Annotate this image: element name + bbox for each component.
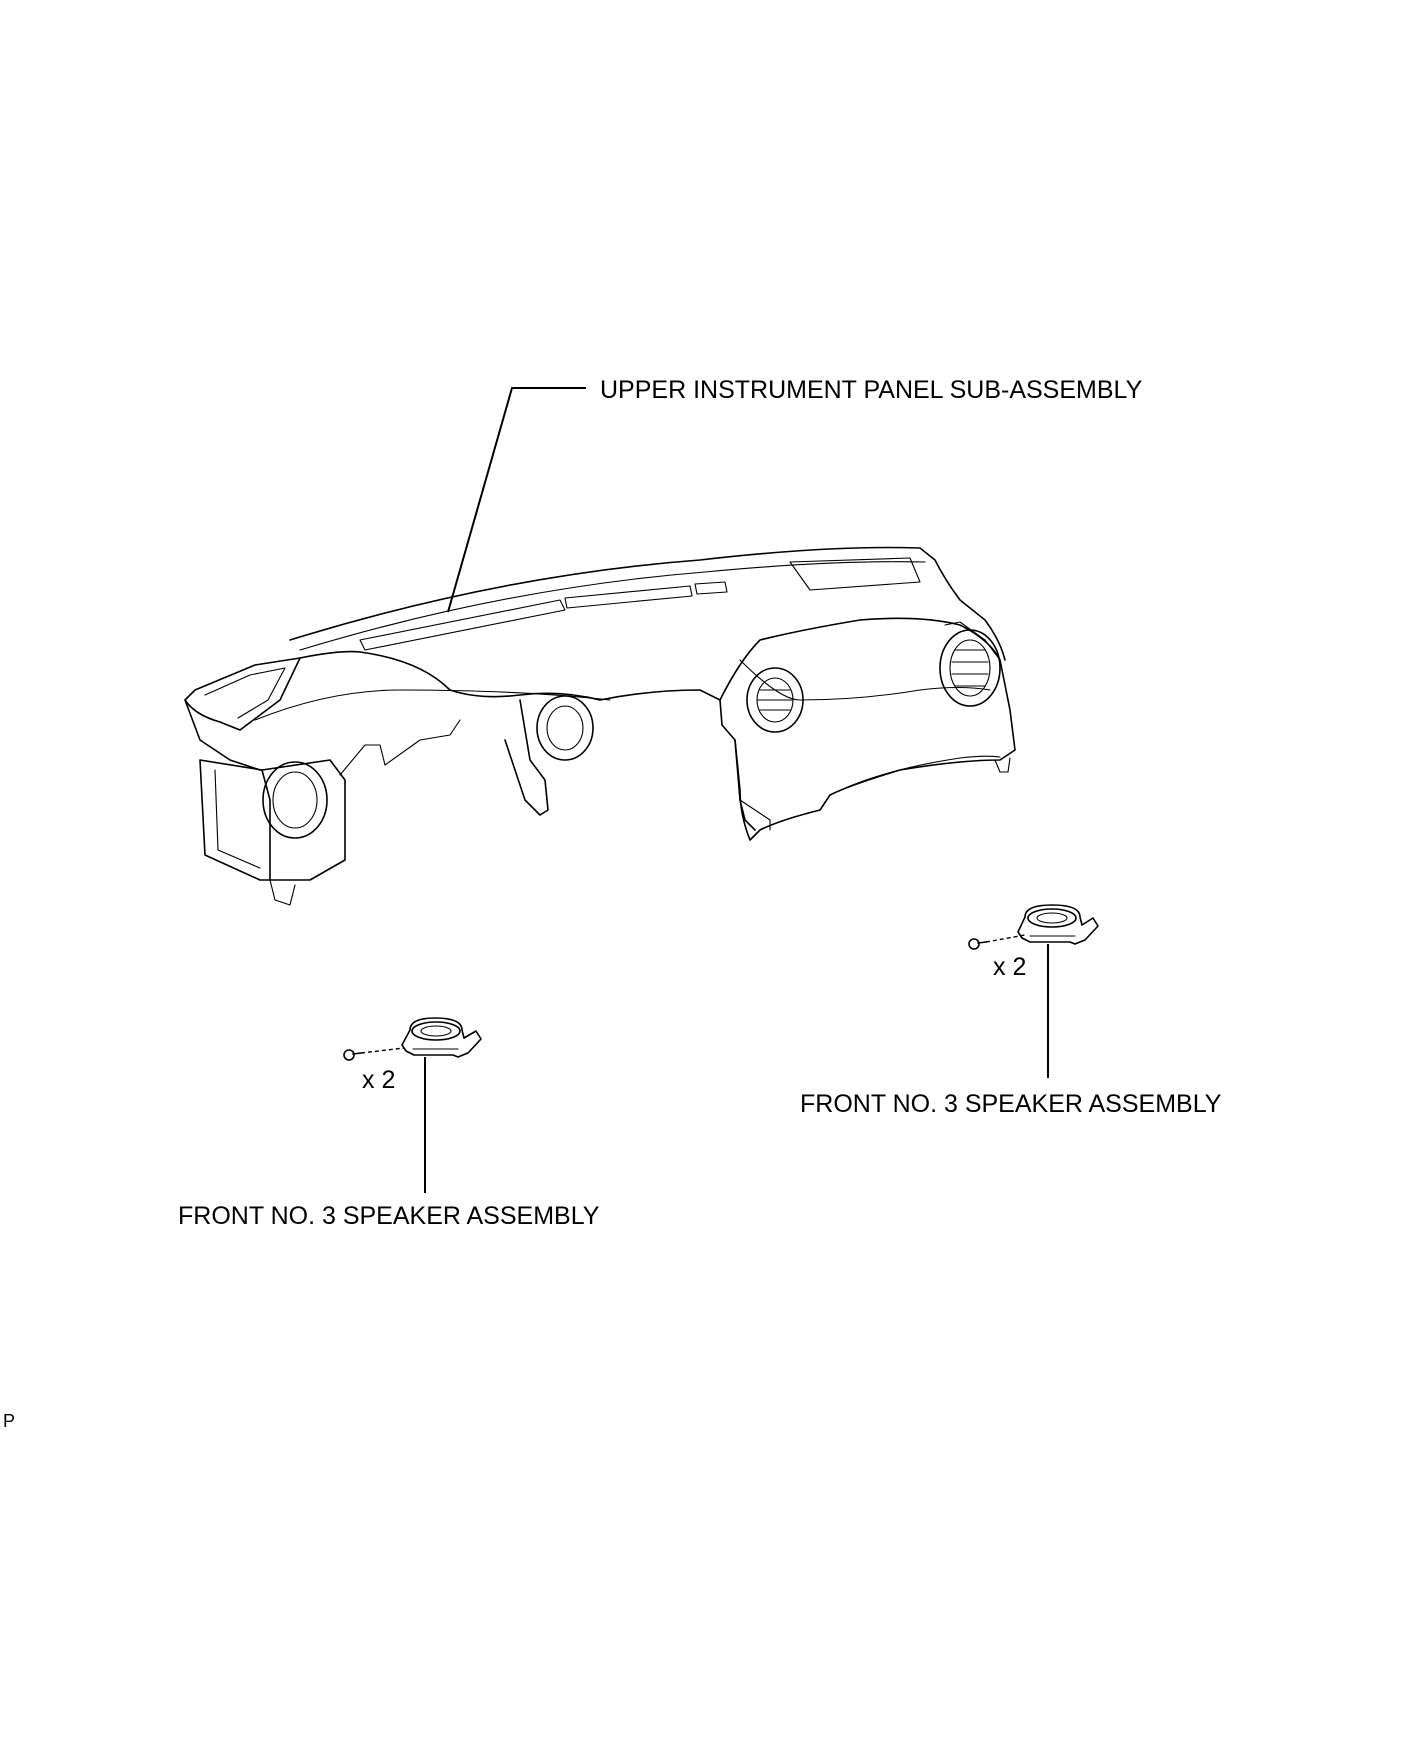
speaker-left-drawing [343,1017,482,1193]
corner-mark: P [3,1411,15,1431]
right-speaker-label: FRONT NO. 3 SPEAKER ASSEMBLY [800,1090,1222,1118]
speaker-right-drawing [968,904,1099,1078]
instrument-panel-drawing [184,546,1016,906]
upper-panel-leader [447,387,586,613]
right-screw-qty: x 2 [993,953,1026,981]
left-screw-qty: x 2 [362,1066,395,1094]
upper-panel-label: UPPER INSTRUMENT PANEL SUB-ASSEMBLY [600,376,1143,404]
left-speaker-label: FRONT NO. 3 SPEAKER ASSEMBLY [178,1202,600,1230]
